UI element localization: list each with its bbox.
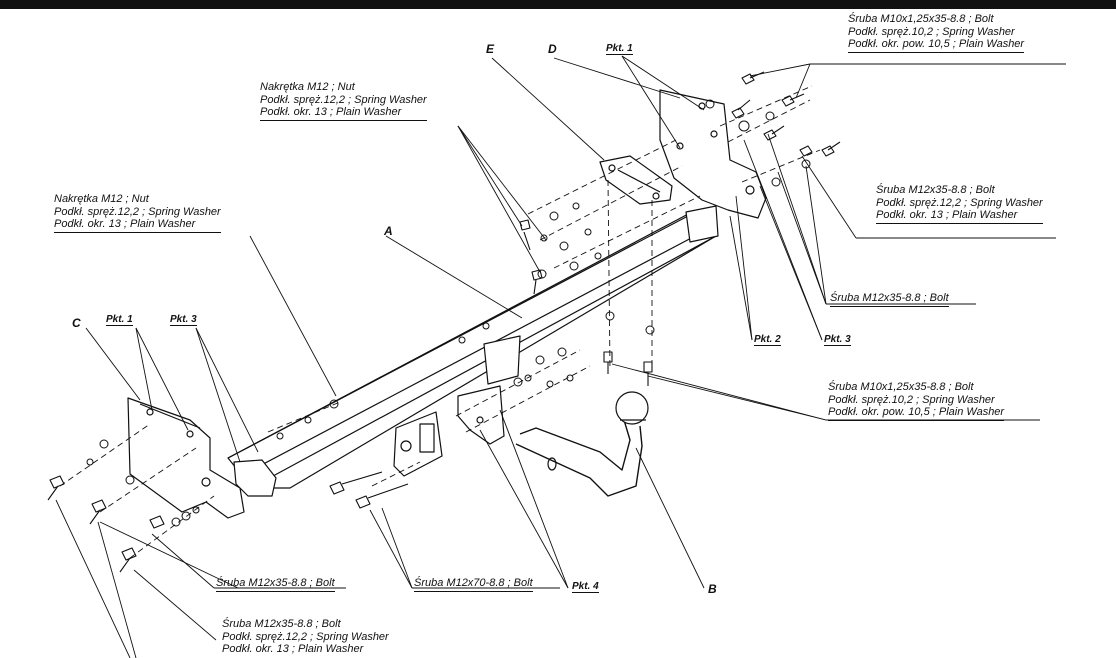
part-letter-d: D	[548, 42, 557, 56]
part-letter-e: E	[486, 42, 495, 56]
pkt1-top-label: Pkt. 1	[606, 43, 633, 55]
part-letter-b: B	[708, 582, 717, 596]
bracket-c	[127, 397, 277, 519]
pkt4-label: Pkt. 4	[572, 581, 599, 593]
bracket-d	[659, 89, 767, 219]
nut-label-left: Nakrętka M12 ; Nut Podkł. spręż.12,2 ; S…	[54, 193, 221, 233]
crossbar-a	[227, 205, 719, 489]
ball-hook-b	[515, 391, 649, 497]
pkt1-left-label: Pkt. 1	[106, 314, 133, 326]
bolt-label-bottom-3: Śruba M12x35-8.8 ; Bolt Podkł. spręż.12,…	[222, 618, 389, 655]
pkt3-right-label: Pkt. 3	[824, 334, 851, 346]
bolt-label-right-mid: Śruba M12x35-8.8 ; Bolt Podkł. spręż.12,…	[876, 184, 1043, 224]
bolt-label-bottom-2: Śruba M12x70-8.8 ; Bolt	[414, 577, 533, 592]
nut-label-top: Nakrętka M12 ; Nut Podkł. spręż.12,2 ; S…	[260, 81, 427, 121]
bolt-label-bottom-1: Śruba M12x35-8.8 ; Bolt	[216, 577, 335, 592]
pkt2-label: Pkt. 2	[754, 334, 781, 346]
bolt-label-right-single: Śruba M12x35-8.8 ; Bolt	[830, 292, 949, 307]
part-letter-c: C	[72, 316, 81, 330]
part-letter-a: A	[384, 224, 393, 238]
bracket-e	[599, 155, 673, 205]
top-border	[0, 0, 1116, 9]
socket-plate	[393, 335, 521, 477]
bolt-label-top-right: Śruba M10x1,25x35-8.8 ; Bolt Podkł. sprę…	[848, 13, 1025, 53]
pkt3-left-label: Pkt. 3	[170, 314, 197, 326]
bolt-label-right-low: Śruba M10x1,25x35-8.8 ; Bolt Podkł. sprę…	[828, 381, 1005, 421]
